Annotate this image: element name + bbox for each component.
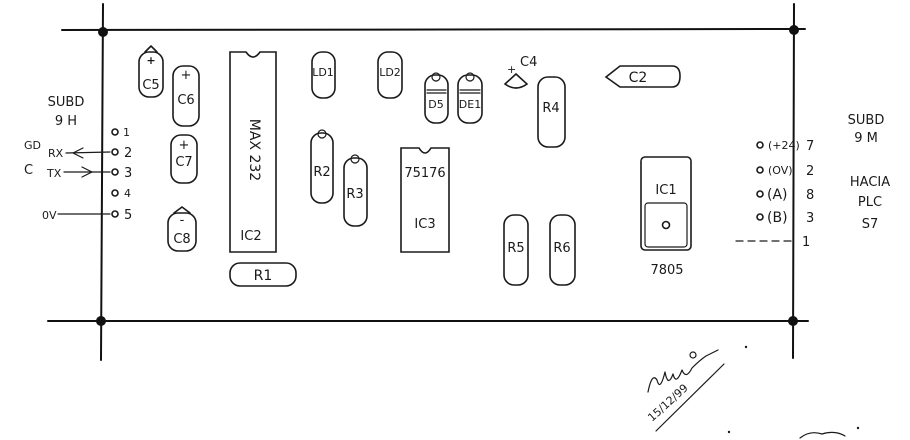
svg-text:DE1: DE1 (459, 98, 481, 111)
resistor-r5: R5 (503, 214, 529, 286)
capacitor-c5: + C5 (138, 45, 164, 98)
svg-text:IC3: IC3 (414, 217, 435, 232)
svg-text:8: 8 (806, 188, 814, 203)
svg-text:TX: TX (46, 167, 62, 180)
diode-d5: D5 (424, 72, 449, 124)
svg-text:R5: R5 (507, 241, 524, 256)
svg-text:9 M: 9 M (854, 131, 878, 146)
svg-text:3: 3 (806, 211, 814, 226)
svg-text:D5: D5 (428, 98, 443, 111)
diode-de1: DE1 (457, 72, 483, 124)
capacitor-c4: + C4 (503, 55, 537, 89)
svg-text:IC2: IC2 (240, 229, 261, 244)
svg-text:1: 1 (123, 126, 130, 139)
svg-text:(+24): (+24) (768, 139, 800, 152)
resistor-r6: R6 (549, 214, 576, 286)
svg-text:R4: R4 (542, 101, 559, 116)
svg-text:(OV): (OV) (768, 164, 793, 177)
svg-text:-: - (180, 213, 185, 228)
svg-text:HACIA: HACIA (850, 175, 890, 190)
svg-text:7805: 7805 (650, 263, 683, 278)
svg-text:3: 3 (124, 166, 132, 181)
svg-text:R3: R3 (346, 187, 363, 202)
ic2-max232: MAX 232 IC2 (229, 51, 277, 253)
capacitor-c8: - C8 (167, 206, 197, 252)
svg-text:S7: S7 (862, 217, 879, 232)
signature: 15/12/99 (645, 345, 860, 439)
svg-text:C7: C7 (175, 155, 192, 170)
svg-text:+: + (507, 63, 516, 76)
resistor-r1: R1 (229, 262, 297, 287)
svg-text:SUBD: SUBD (848, 113, 885, 128)
svg-text:(B): (B) (767, 210, 788, 226)
left-subd-connector: SUBD 9 H GD C RX TX 0V 1 2 3 4 5 (24, 95, 132, 223)
svg-text:LD1: LD1 (312, 66, 334, 79)
svg-text:C4: C4 (520, 55, 537, 70)
svg-text:C5: C5 (142, 78, 159, 93)
resistor-r2: R2 (310, 129, 334, 204)
svg-text:1: 1 (802, 235, 810, 250)
svg-text:R2: R2 (313, 165, 330, 180)
svg-text:PLC: PLC (858, 195, 882, 210)
svg-text:C: C (24, 163, 33, 178)
svg-text:7: 7 (806, 139, 814, 154)
ic1-regulator-7805: IC1 7805 (640, 156, 692, 278)
svg-text:R6: R6 (553, 241, 570, 256)
resistor-r4: R4 (537, 76, 566, 148)
svg-text:RX: RX (48, 147, 64, 160)
capacitor-c2: C2 (604, 65, 681, 88)
svg-text:2: 2 (806, 164, 814, 179)
right-subd-connector: (+24) (OV) (A) (B) 7 2 8 3 1 SUBD 9 M HA… (735, 113, 890, 250)
svg-text:(A): (A) (767, 187, 788, 203)
svg-text:5: 5 (124, 208, 132, 223)
svg-text:IC1: IC1 (655, 183, 676, 198)
svg-text:+: + (179, 138, 190, 153)
led-ld2: LD2 (377, 51, 403, 99)
svg-text:LD2: LD2 (379, 66, 401, 79)
board-frame (47, 3, 809, 361)
resistor-r3: R3 (343, 154, 368, 227)
svg-text:GD: GD (24, 139, 41, 152)
svg-text:C8: C8 (173, 232, 190, 247)
svg-text:+: + (146, 54, 155, 67)
capacitor-c7: + C7 (170, 134, 198, 184)
svg-text:2: 2 (124, 146, 132, 161)
svg-text:+: + (181, 68, 192, 83)
svg-text:R1: R1 (254, 268, 273, 284)
svg-text:MAX 232: MAX 232 (246, 119, 262, 181)
svg-text:C2: C2 (629, 70, 648, 86)
svg-text:75176: 75176 (404, 166, 445, 181)
svg-text:9 H: 9 H (55, 114, 77, 129)
led-ld1: LD1 (311, 51, 336, 99)
ic3-75176: 75176 IC3 (400, 147, 450, 253)
svg-text:4: 4 (124, 187, 131, 200)
svg-text:SUBD: SUBD (48, 95, 85, 110)
svg-text:C6: C6 (177, 93, 194, 108)
svg-text:0V: 0V (42, 209, 57, 222)
capacitor-c6: + C6 (172, 65, 200, 127)
